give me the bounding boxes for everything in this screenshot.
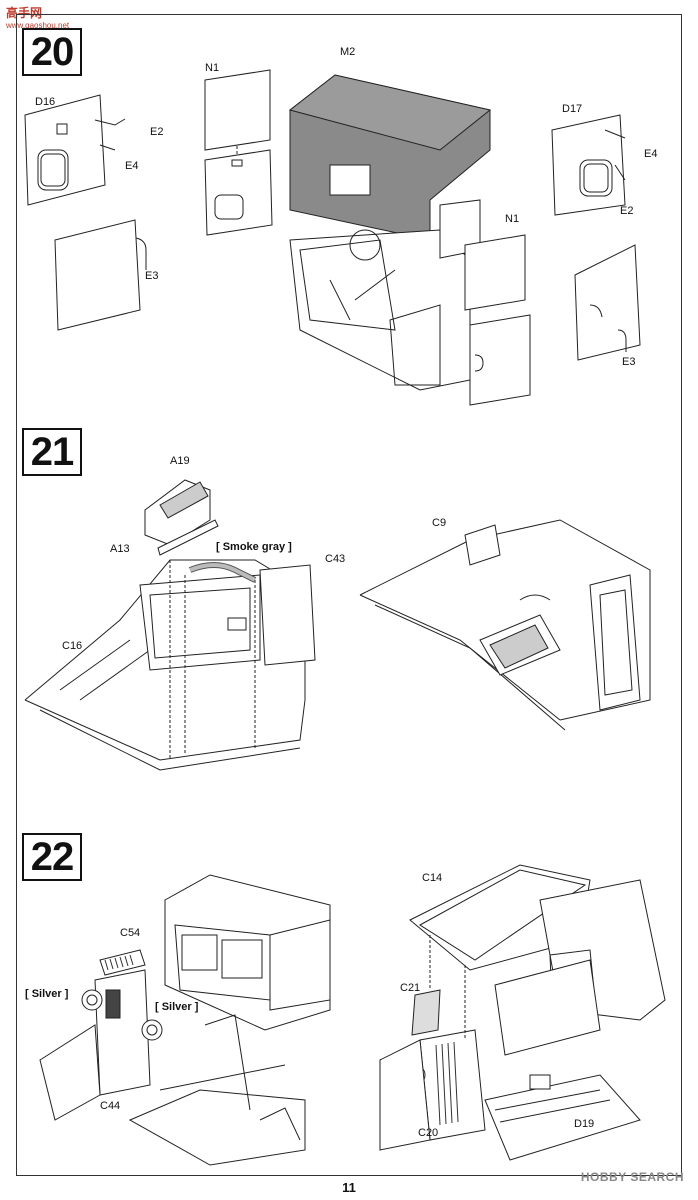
part-label-c54: C54	[120, 927, 141, 939]
part-label-c14: C14	[422, 872, 443, 884]
site-watermark-name: 高手网	[6, 6, 43, 20]
part-label-n1-left: N1	[205, 62, 220, 74]
part-label-e3-left: E3	[145, 270, 159, 282]
part-label-c16: C16	[62, 640, 83, 652]
part-label-e3-right: E3	[622, 356, 636, 368]
part-label-d19: D19	[574, 1118, 595, 1130]
part-label-c43: C43	[325, 553, 346, 565]
part-label-e4-right: E4	[644, 148, 658, 160]
part-label-d17: D17	[562, 103, 583, 115]
part-label-a13: A13	[110, 543, 130, 555]
step-number-22: 22	[22, 833, 82, 881]
part-label-e2-right: E2	[620, 205, 634, 217]
part-label-e4-left: E4	[125, 160, 139, 172]
part-label-c20: C20	[418, 1127, 439, 1139]
part-label-e2-left: E2	[150, 126, 164, 138]
part-label-d16: D16	[35, 96, 56, 108]
paint-callout-silver-left: [ Silver ]	[25, 988, 69, 1000]
part-label-c44: C44	[100, 1100, 121, 1112]
step-number-21: 21	[22, 428, 82, 476]
site-watermark: 高手网 www.gaoshou.net	[6, 4, 69, 30]
site-watermark-url: www.gaoshou.net	[6, 21, 70, 30]
part-label-n1-right: N1	[505, 213, 520, 225]
paint-callout-smoke-gray: [ Smoke gray ]	[216, 541, 292, 553]
page-number: 11	[342, 1180, 356, 1195]
part-label-m2: M2	[340, 46, 356, 58]
page-frame	[16, 14, 682, 1176]
step-number-20: 20	[22, 28, 82, 76]
part-label-c21: C21	[400, 982, 421, 994]
part-label-a19: A19	[170, 455, 190, 467]
paint-callout-silver-mid: [ Silver ]	[155, 1001, 199, 1013]
hobby-search-watermark: HOBBY SEARCH	[580, 1170, 684, 1184]
part-label-c9: C9	[432, 517, 447, 529]
